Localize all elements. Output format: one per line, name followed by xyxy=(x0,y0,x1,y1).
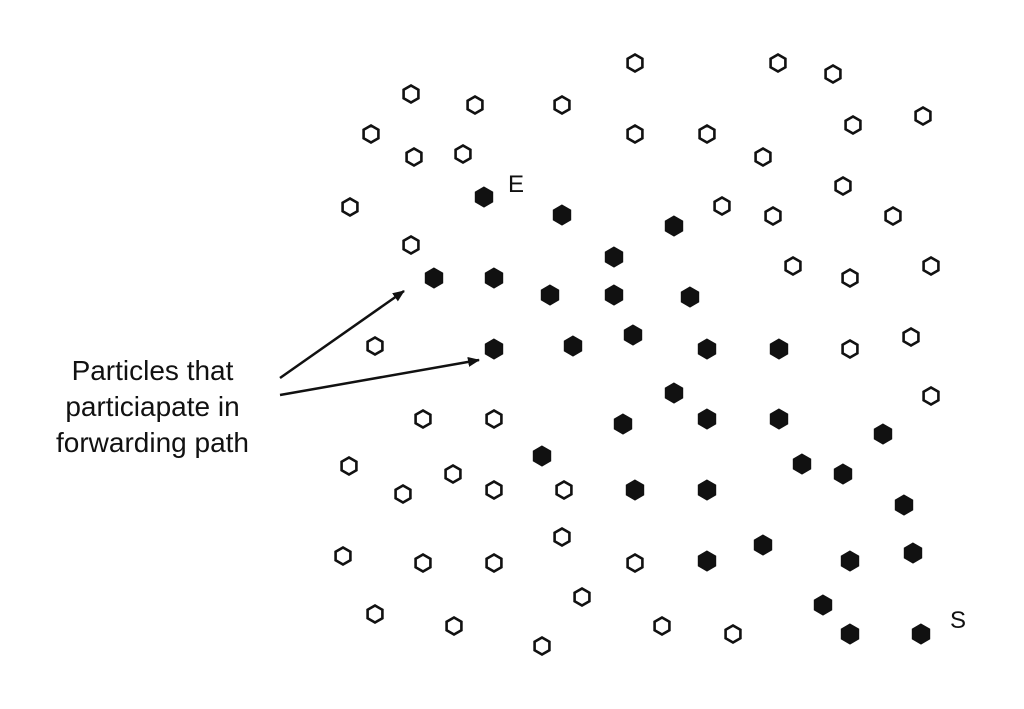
idle-particle xyxy=(445,615,463,636)
forwarding-particle xyxy=(911,623,931,645)
forwarding-particle xyxy=(894,494,914,516)
idle-particle xyxy=(444,463,462,484)
idle-particle xyxy=(485,552,503,573)
idle-particle xyxy=(402,83,420,104)
forwarding-particle xyxy=(664,382,684,404)
idle-particle xyxy=(841,338,859,359)
idle-particle xyxy=(340,455,358,476)
idle-particle xyxy=(653,615,671,636)
forwarding-particle xyxy=(474,186,494,208)
forwarding-particle xyxy=(697,479,717,501)
forwarding-particle xyxy=(613,413,633,435)
idle-particle xyxy=(533,635,551,656)
particle-field xyxy=(334,52,940,656)
forwarding-particle xyxy=(792,453,812,475)
idle-particle xyxy=(555,479,573,500)
forwarding-particle xyxy=(840,623,860,645)
forwarding-particle xyxy=(697,550,717,572)
forwarding-particle xyxy=(563,335,583,357)
idle-particle xyxy=(334,545,352,566)
idle-particle xyxy=(902,326,920,347)
idle-particle xyxy=(698,123,716,144)
pointer-arrow-upper xyxy=(279,289,405,380)
forwarding-particle xyxy=(753,534,773,556)
idle-particle xyxy=(454,143,472,164)
idle-particle xyxy=(764,205,782,226)
idle-particle xyxy=(366,603,384,624)
idle-particle xyxy=(754,146,772,167)
forwarding-particle xyxy=(813,594,833,616)
idle-particle xyxy=(573,586,591,607)
caption-line-3: forwarding path xyxy=(55,427,249,458)
forwarding-particle xyxy=(664,215,684,237)
forwarding-particle xyxy=(840,550,860,572)
pointer-arrow-lower xyxy=(279,356,480,397)
idle-particle xyxy=(834,175,852,196)
idle-particle xyxy=(769,52,787,73)
idle-particle xyxy=(626,123,644,144)
caption-line-1: Particles that xyxy=(71,355,234,386)
forwarding-particle xyxy=(540,284,560,306)
forwarding-particle xyxy=(625,479,645,501)
idle-particle xyxy=(553,94,571,115)
forwarding-particle xyxy=(697,408,717,430)
forwarding-particle xyxy=(484,338,504,360)
forwarding-particle xyxy=(680,286,700,308)
caption-line-2: particiapate in xyxy=(65,391,240,422)
idle-particle xyxy=(884,205,902,226)
idle-particle xyxy=(366,335,384,356)
idle-particle xyxy=(485,479,503,500)
forwarding-particle xyxy=(484,267,504,289)
start-marker-label: S xyxy=(950,607,966,634)
idle-particle xyxy=(914,105,932,126)
forwarding-particle xyxy=(769,338,789,360)
idle-particle xyxy=(626,552,644,573)
forwarding-particle xyxy=(833,463,853,485)
idle-particle xyxy=(553,526,571,547)
forwarding-particle xyxy=(604,284,624,306)
idle-particle xyxy=(466,94,484,115)
idle-particle xyxy=(402,234,420,255)
idle-particle xyxy=(626,52,644,73)
idle-particle xyxy=(362,123,380,144)
forwarding-particle xyxy=(532,445,552,467)
forwarding-particle xyxy=(424,267,444,289)
forwarding-particle xyxy=(903,542,923,564)
idle-particle xyxy=(922,385,940,406)
idle-particle xyxy=(713,195,731,216)
path-particles-caption: Particles that particiapate in forwardin… xyxy=(30,353,275,461)
end-marker-label: E xyxy=(508,171,524,198)
idle-particle xyxy=(922,255,940,276)
forwarding-particle xyxy=(697,338,717,360)
idle-particle xyxy=(485,408,503,429)
forwarding-particle xyxy=(873,423,893,445)
idle-particle xyxy=(414,408,432,429)
idle-particle xyxy=(844,114,862,135)
forwarding-particle xyxy=(623,324,643,346)
idle-particle xyxy=(405,146,423,167)
idle-particle xyxy=(784,255,802,276)
idle-particle xyxy=(414,552,432,573)
forwarding-particle xyxy=(552,204,572,226)
idle-particle xyxy=(724,623,742,644)
idle-particle xyxy=(824,63,842,84)
idle-particle xyxy=(341,196,359,217)
forwarding-particle xyxy=(769,408,789,430)
forwarding-particle xyxy=(604,246,624,268)
idle-particle xyxy=(394,483,412,504)
idle-particle xyxy=(841,267,859,288)
